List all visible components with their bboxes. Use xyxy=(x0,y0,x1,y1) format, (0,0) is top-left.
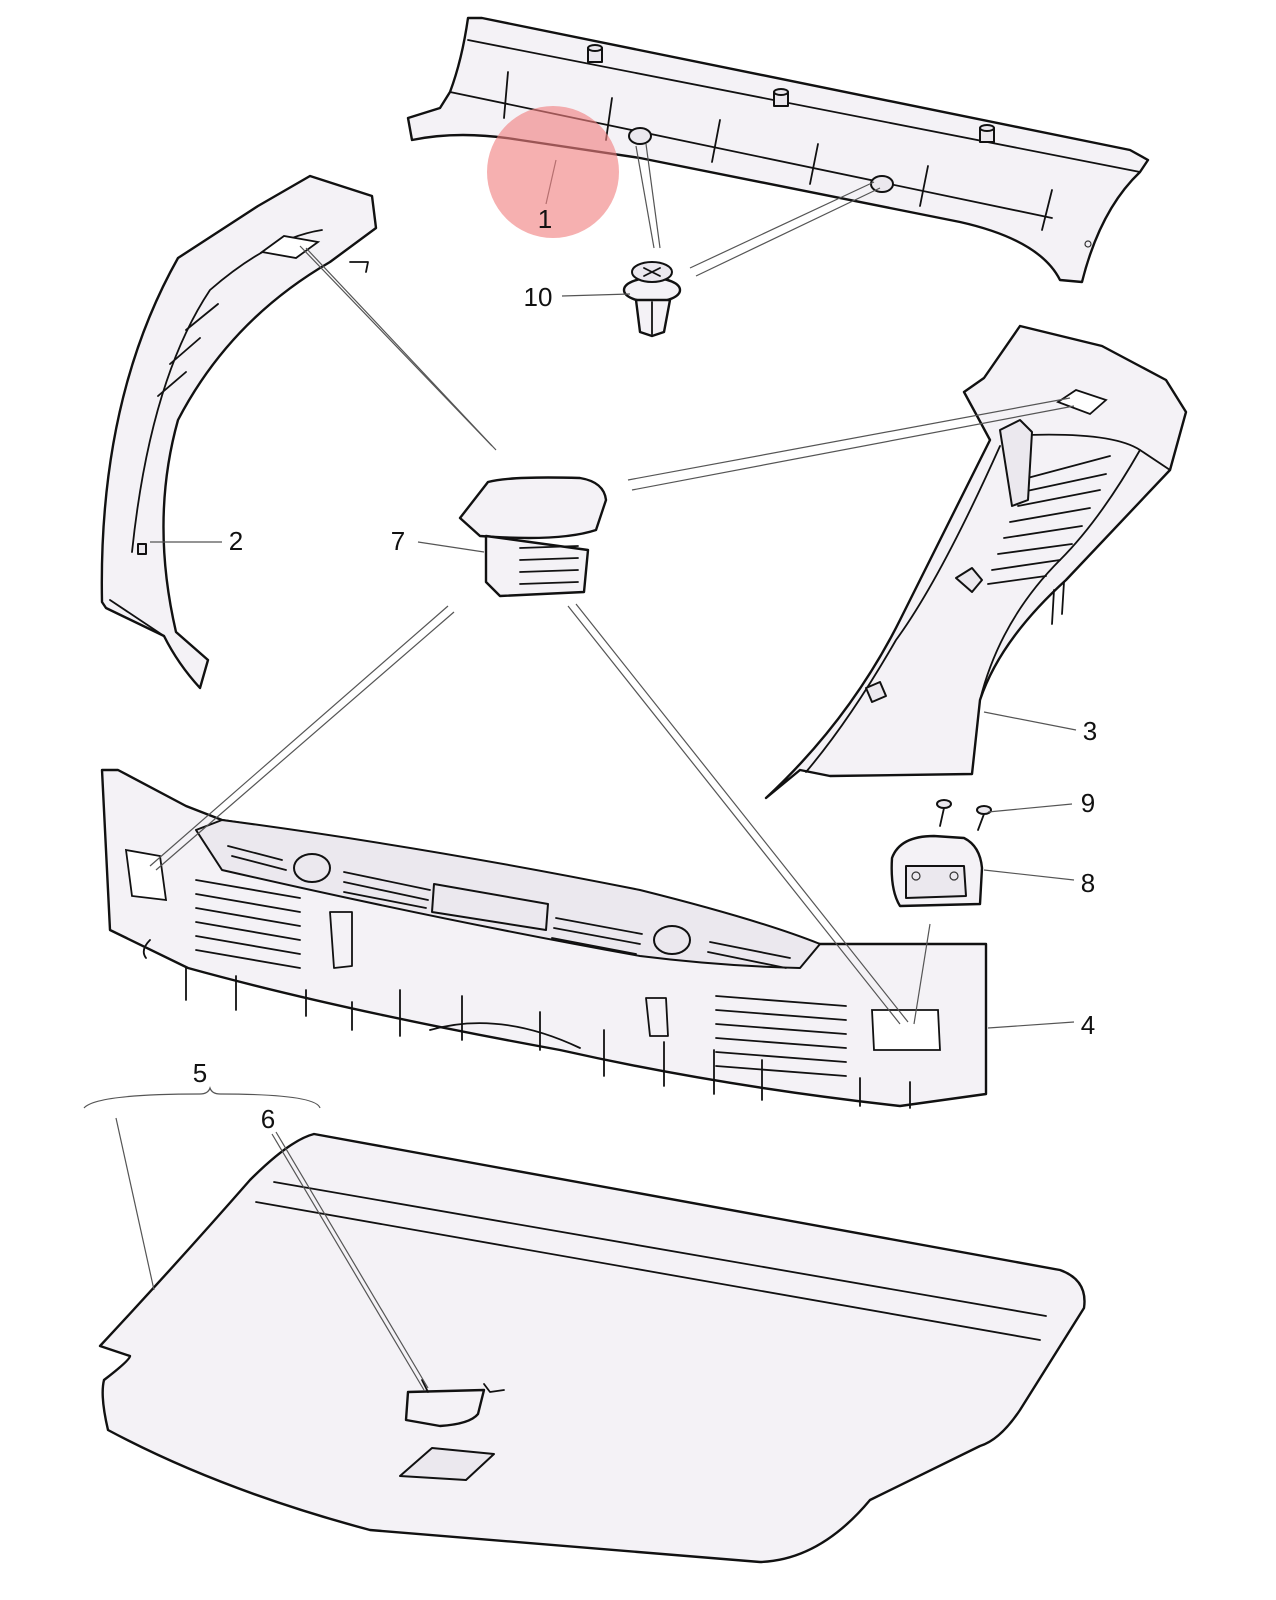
part-5-load-floor xyxy=(98,1132,1086,1564)
callout-10: 10 xyxy=(524,282,553,312)
clip-hole xyxy=(870,175,894,193)
callout-2: 2 xyxy=(229,526,243,556)
callout-8: 8 xyxy=(1081,868,1095,898)
clip-hole xyxy=(628,127,652,145)
part-8-bracket-cover xyxy=(890,834,984,908)
round-vent xyxy=(653,925,691,955)
round-vent xyxy=(293,853,331,883)
callout-6: 6 xyxy=(261,1104,275,1134)
callout-7: 7 xyxy=(391,526,405,556)
callout-5: 5 xyxy=(193,1058,207,1088)
mounting-peg xyxy=(587,44,603,63)
highlight-marker xyxy=(487,106,619,238)
part-10-push-clip xyxy=(622,261,682,338)
mounting-peg xyxy=(773,88,789,107)
callout-3: 3 xyxy=(1083,716,1097,746)
part-3-right-wheelarch-trim xyxy=(764,324,1188,800)
part-7-clip-cover xyxy=(458,476,608,598)
part-4-rear-cross-panel xyxy=(100,768,988,1109)
part-9-screws xyxy=(936,799,992,831)
callout-1: 1 xyxy=(538,204,552,234)
mounting-peg xyxy=(979,124,995,143)
leader-lines xyxy=(83,143,1077,1391)
callout-9: 9 xyxy=(1081,788,1095,818)
part-6-handle xyxy=(404,1379,505,1428)
part-2-left-wheelarch-trim xyxy=(100,174,378,690)
callout-4: 4 xyxy=(1081,1010,1095,1040)
